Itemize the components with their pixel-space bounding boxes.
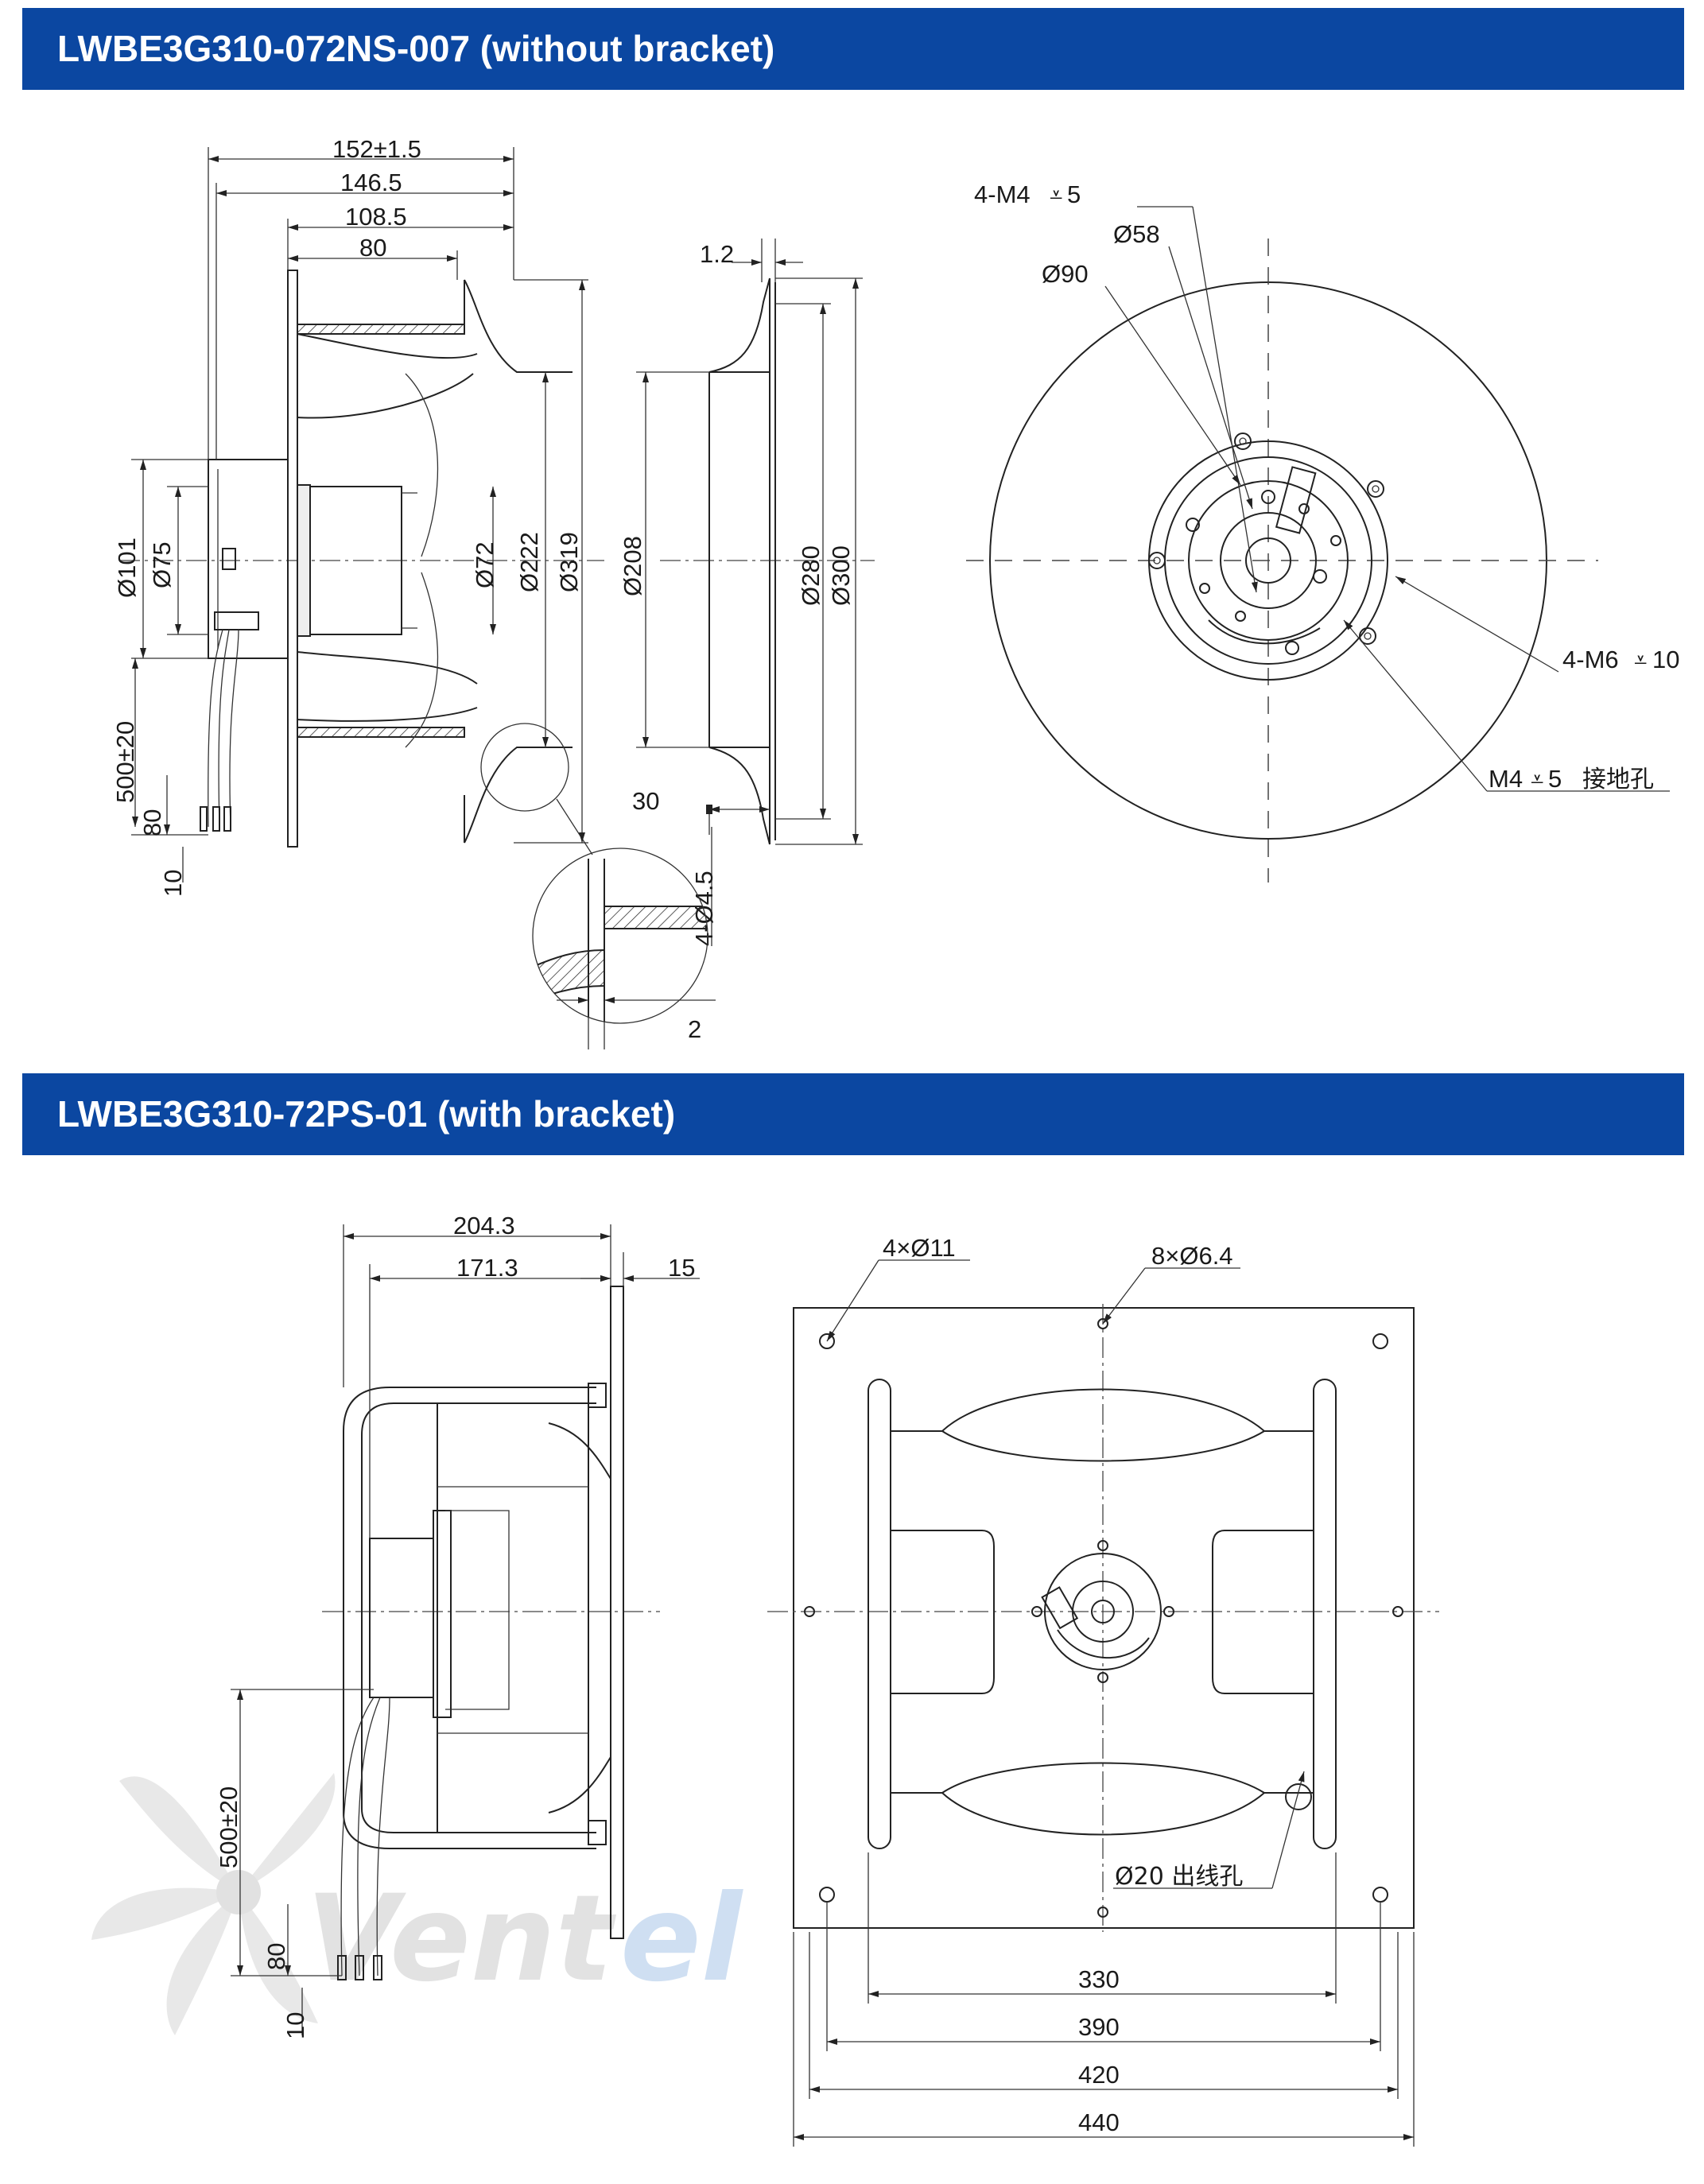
dim-80: 80 xyxy=(359,234,386,262)
motor-hub xyxy=(310,486,402,635)
dim-146: 146.5 xyxy=(340,169,402,196)
right-rail xyxy=(1313,1379,1337,1849)
dim-bracket-cable-80: 80 xyxy=(262,1943,290,1970)
dim-dia-319: Ø319 xyxy=(555,532,583,592)
shaft-hub xyxy=(1245,537,1291,584)
dim-152: 152±1.5 xyxy=(332,135,421,163)
watermark-text-blue: el xyxy=(620,1870,744,2008)
cable-outlet-hole xyxy=(1285,1783,1312,1810)
label-m4-depth: 5 xyxy=(1067,180,1081,208)
label-m6-depth: 10 xyxy=(1652,646,1679,673)
label-m6-holes: 4-M6 xyxy=(1562,646,1619,673)
mounting-hole-icons xyxy=(1148,433,1384,655)
inlet-ring-view: 1.2 Ø208 Ø280 Ø300 30 4-Ø4.5 xyxy=(532,239,875,1049)
label-ground-depth: 5 xyxy=(1548,765,1562,793)
left-rail xyxy=(868,1379,891,1849)
dim-detail-2: 2 xyxy=(688,1015,701,1043)
mounting-plate xyxy=(793,1307,1415,1929)
front-view-without-bracket: 4-M4 ⩡ 5 Ø90 Ø58 4-M6 ⩡ 10 M4 ⩡ 5 接地孔 xyxy=(966,180,1679,883)
dim-15: 15 xyxy=(668,1254,695,1282)
lower-shroud xyxy=(297,727,465,738)
label-m4-holes: 4-M4 xyxy=(974,180,1031,208)
impeller-top-arc xyxy=(941,1430,1265,1462)
label-outlet-hole: Ø20 出线孔 xyxy=(1115,1863,1243,1891)
dim-dia-101: Ø101 xyxy=(113,537,141,598)
svg-text:⩡: ⩡ xyxy=(1634,648,1647,673)
dim-dia-208: Ø208 xyxy=(619,536,646,596)
bracket-plate xyxy=(610,1286,624,1939)
dim-dia-300: Ø300 xyxy=(827,545,855,606)
svg-text:⩡: ⩡ xyxy=(1531,767,1543,793)
bracket-impeller xyxy=(437,1402,589,1833)
front-view-with-bracket: 4×Ø11 8×Ø6.4 Ø20 出线孔 330 390 420 440 xyxy=(767,1234,1439,2147)
watermark-text-dark: Vent xyxy=(306,1870,617,2008)
cable-gland xyxy=(214,611,259,630)
dim-30: 30 xyxy=(632,787,659,815)
label-corner-holes: 4×Ø11 xyxy=(883,1234,956,1262)
dim-108: 108.5 xyxy=(345,203,407,231)
upper-shroud xyxy=(297,324,465,335)
label-ground-m4: M4 xyxy=(1489,765,1523,793)
side-view-without-bracket: 152±1.5 146.5 108.5 80 Ø101 Ø75 Ø72 Ø222… xyxy=(111,135,604,897)
dim-440: 440 xyxy=(1078,2108,1120,2136)
dim-bracket-cable-500: 500±20 xyxy=(215,1786,243,1868)
label-mount-holes: 8×Ø6.4 xyxy=(1151,1242,1233,1270)
corner-hole-icons xyxy=(804,1318,1403,1918)
label-dia-90: Ø90 xyxy=(1042,260,1089,288)
dim-cable-10: 10 xyxy=(159,870,187,897)
dim-dia-222: Ø222 xyxy=(515,532,543,592)
fan-backplate xyxy=(287,270,298,848)
impeller-bottom-arc xyxy=(941,1762,1265,1794)
dim-cable-80: 80 xyxy=(138,809,166,836)
motor-label-plate xyxy=(1275,466,1317,534)
svg-text:⩡: ⩡ xyxy=(1050,183,1062,208)
section-title-with-bracket: LWBE3G310-72PS-01 (with bracket) xyxy=(22,1073,1684,1155)
dim-330: 330 xyxy=(1078,1965,1120,1993)
dim-bracket-cable-10: 10 xyxy=(281,2012,309,2039)
side-view-with-bracket: 204.3 171.3 15 500±20 80 10 xyxy=(215,1212,700,2039)
inlet-cone-bottom xyxy=(464,747,573,844)
inlet-cone-top xyxy=(464,279,573,373)
label-dia-58: Ø58 xyxy=(1113,220,1160,248)
section-title-without-bracket: LWBE3G310-072NS-007 (without bracket) xyxy=(22,8,1684,90)
dim-171: 171.3 xyxy=(456,1254,518,1282)
bracket-arm xyxy=(343,1387,596,1849)
label-ground-hole: 接地孔 xyxy=(1582,766,1654,793)
dim-420: 420 xyxy=(1078,2061,1120,2089)
motor-connector xyxy=(222,548,236,570)
detail-view: 2 xyxy=(532,848,716,1049)
bracket-motor-flange xyxy=(1044,1553,1162,1670)
dim-1-2: 1.2 xyxy=(700,240,734,268)
motor-rotor xyxy=(208,459,289,659)
dim-390: 390 xyxy=(1078,2013,1120,2041)
dim-dia-72: Ø72 xyxy=(471,541,499,588)
detail-marker-circle xyxy=(480,723,569,812)
bracket-motor xyxy=(369,1538,434,1698)
dim-cable-500: 500±20 xyxy=(111,721,139,803)
dim-dia-75: Ø75 xyxy=(148,541,176,588)
dim-204: 204.3 xyxy=(453,1212,515,1239)
ventel-watermark: Vent el xyxy=(91,1773,744,2035)
inlet-ring-profile xyxy=(708,277,770,845)
dim-dia-280: Ø280 xyxy=(797,545,825,606)
fan-logo-icon xyxy=(91,1773,336,2035)
